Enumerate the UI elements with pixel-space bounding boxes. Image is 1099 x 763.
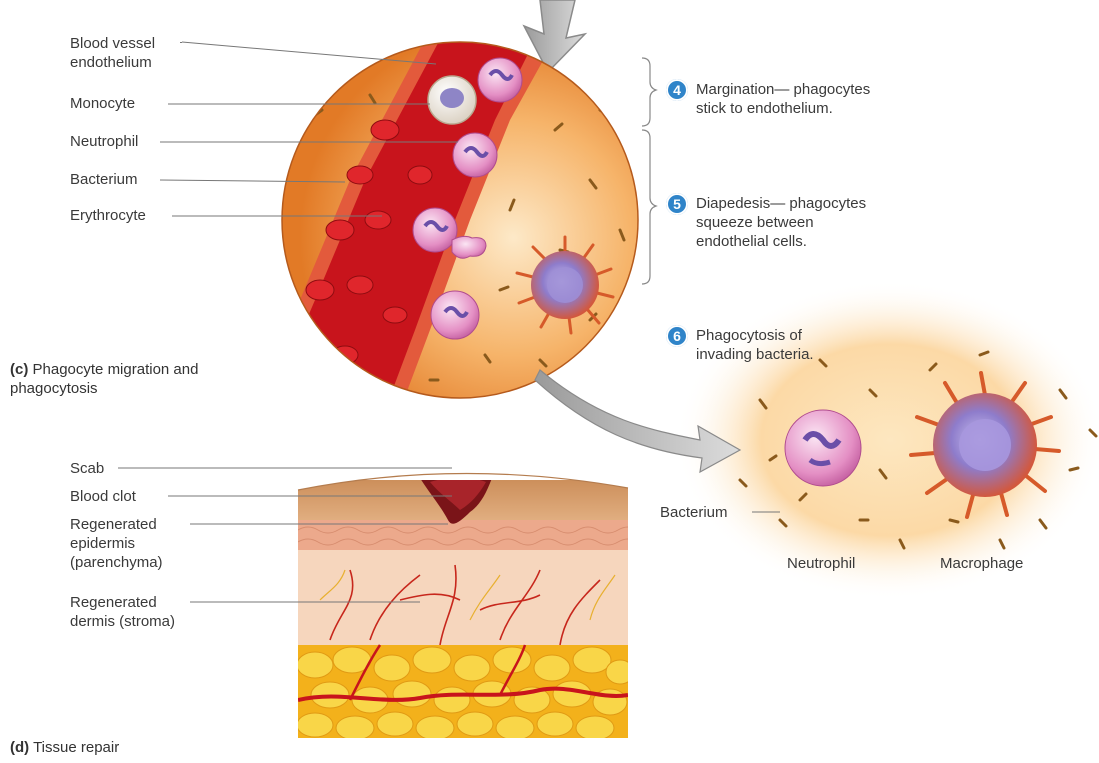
label-epidermis: Regenerated epidermis (parenchyma) [70, 515, 188, 572]
caption-c-letter: (c) [10, 361, 28, 378]
step-4: 4 Margination— phagocytes stick to endot… [666, 80, 896, 118]
step-6-text: Phagocytosis of invading bacteria. [696, 326, 816, 364]
step-5-badge: 5 [666, 193, 688, 215]
inset-label-macrophage: Macrophage [940, 554, 1023, 573]
inset-label-neutrophil: Neutrophil [787, 554, 855, 573]
caption-c-text: Phagocyte migration and phagocytosis [10, 361, 198, 397]
label-blood-clot: Blood clot [70, 487, 136, 506]
label-dermis: Regenerated dermis (stroma) [70, 593, 188, 631]
caption-d-letter: (d) [10, 739, 29, 756]
caption-d-text: Tissue repair [33, 739, 119, 756]
caption-c: (c) Phagocyte migration and phagocytosis [10, 360, 240, 398]
label-monocyte: Monocyte [70, 94, 135, 113]
label-bacterium: Bacterium [70, 170, 138, 189]
step-4-text: Margination— phagocytes stick to endothe… [696, 80, 896, 118]
inset-label-bacterium: Bacterium [660, 503, 728, 522]
step-5-text: Diapedesis— phagocytes squeeze between e… [696, 194, 876, 251]
label-erythrocyte: Erythrocyte [70, 206, 146, 225]
caption-d: (d) Tissue repair [10, 738, 119, 757]
label-neutrophil: Neutrophil [70, 132, 138, 151]
step-6: 6 Phagocytosis of invading bacteria. [666, 326, 816, 364]
label-scab: Scab [70, 459, 104, 478]
label-endothelium: Blood vessel endothelium [70, 34, 180, 72]
step-5: 5 Diapedesis— phagocytes squeeze between… [666, 194, 876, 251]
step-6-badge: 6 [666, 325, 688, 347]
step-4-badge: 4 [666, 79, 688, 101]
